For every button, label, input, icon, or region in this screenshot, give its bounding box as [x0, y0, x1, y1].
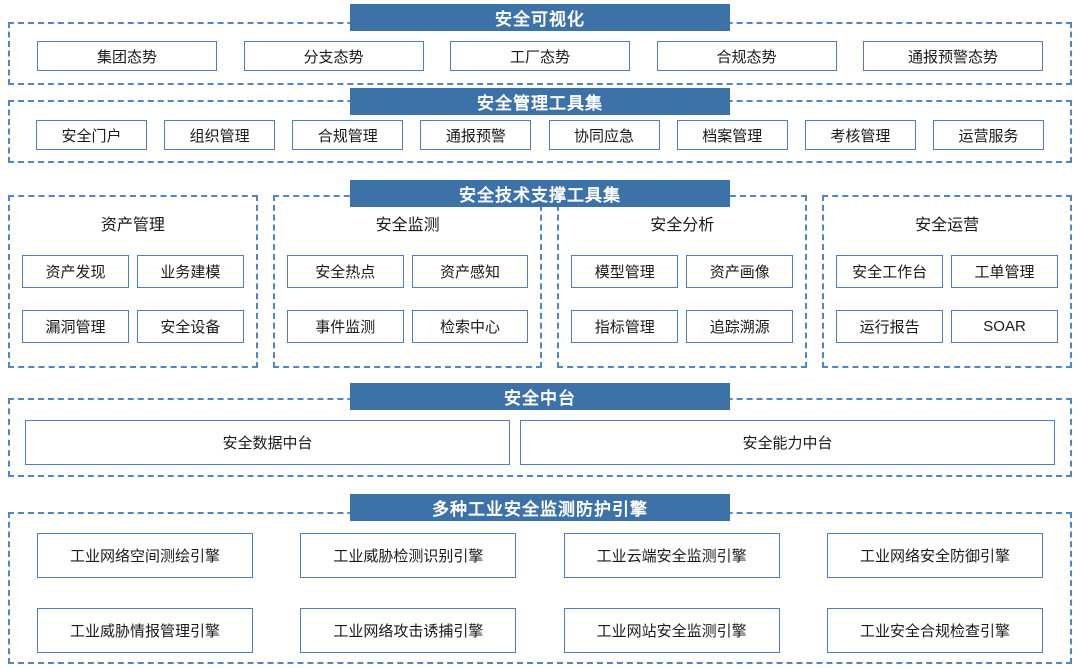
cyberspace-mapping-engine-box: 工业网络空间测绘引擎	[37, 533, 253, 578]
collaborative-response-box: 协同应急	[548, 120, 660, 150]
security-capability-platform-box: 安全能力中台	[520, 420, 1055, 465]
network-defense-engine-box: 工业网络安全防御引擎	[826, 533, 1043, 578]
asset-management-grid: 资产发现 业务建模 漏洞管理 安全设备	[10, 235, 256, 343]
security-analysis-group: 安全分析 模型管理 资产画像 指标管理 追踪溯源	[557, 195, 808, 368]
section-header-middle-platform: 安全中台	[350, 383, 730, 410]
ticket-management-box: 工单管理	[951, 255, 1058, 288]
compliance-check-engine-box: 工业安全合规检查引擎	[826, 608, 1043, 653]
operation-service-box: 运营服务	[932, 120, 1044, 150]
security-analysis-grid: 模型管理 资产画像 指标管理 追踪溯源	[559, 235, 805, 343]
security-operation-grid: 安全工作台 工单管理 运行报告 SOAR	[824, 235, 1070, 343]
factory-posture-box: 工厂态势	[450, 41, 630, 71]
engines-row-2: 工业威胁情报管理引擎 工业网络攻击诱捕引擎 工业网站安全监测引擎 工业安全合规检…	[10, 608, 1070, 653]
security-analysis-title: 安全分析	[650, 217, 715, 234]
section-header-management: 安全管理工具集	[350, 88, 730, 115]
cloud-monitoring-engine-box: 工业云端安全监测引擎	[563, 533, 780, 578]
security-workbench-box: 安全工作台	[836, 255, 944, 288]
security-operation-group: 安全运营 安全工作台 工单管理 运行报告 SOAR	[822, 195, 1072, 368]
section-header-engines: 多种工业安全监测防护引擎	[350, 494, 730, 521]
section-header-visualization: 安全可视化	[350, 4, 730, 31]
security-equipment-box: 安全设备	[136, 310, 244, 343]
notification-warning-box: 通报预警	[420, 120, 532, 150]
compliance-posture-box: 合规态势	[656, 41, 837, 71]
business-modeling-box: 业务建模	[136, 255, 244, 288]
management-row: 安全门户 组织管理 合规管理 通报预警 协同应急 档案管理 考核管理 运营服务	[10, 120, 1070, 150]
security-monitoring-group: 安全监测 安全热点 资产感知 事件监测 检索中心	[272, 195, 543, 368]
security-hotspot-box: 安全热点	[286, 255, 404, 288]
asset-management-group: 资产管理 资产发现 业务建模 漏洞管理 安全设备	[8, 195, 258, 368]
attack-decoy-engine-box: 工业网络攻击诱捕引擎	[300, 608, 517, 653]
middle-platform-row: 安全数据中台 安全能力中台	[10, 420, 1070, 465]
indicator-management-box: 指标管理	[571, 310, 679, 343]
website-monitoring-engine-box: 工业网站安全监测引擎	[563, 608, 780, 653]
asset-awareness-box: 资产感知	[411, 255, 529, 288]
security-monitoring-grid: 安全热点 资产感知 事件监测 检索中心	[275, 235, 541, 343]
soar-box: SOAR	[951, 310, 1058, 343]
section-header-tech-support: 安全技术支撑工具集	[350, 180, 730, 207]
tech-support-groups: 资产管理 资产发现 业务建模 漏洞管理 安全设备 安全监测 安全热点 资产感知 …	[8, 195, 1072, 368]
event-monitoring-box: 事件监测	[286, 310, 404, 343]
security-data-platform-box: 安全数据中台	[25, 420, 510, 465]
visualization-row: 集团态势 分支态势 工厂态势 合规态势 通报预警态势	[10, 41, 1070, 71]
model-management-box: 模型管理	[571, 255, 679, 288]
threat-detection-engine-box: 工业威胁检测识别引擎	[300, 533, 517, 578]
search-center-box: 检索中心	[411, 310, 529, 343]
trace-source-box: 追踪溯源	[686, 310, 794, 343]
notification-warning-posture-box: 通报预警态势	[863, 41, 1043, 71]
security-operation-title: 安全运营	[915, 217, 980, 234]
branch-posture-box: 分支态势	[243, 41, 424, 71]
management-container: 安全门户 组织管理 合规管理 通报预警 协同应急 档案管理 考核管理 运营服务	[8, 100, 1072, 163]
org-management-box: 组织管理	[164, 120, 276, 150]
group-posture-box: 集团态势	[37, 41, 217, 71]
engines-container: 工业网络空间测绘引擎 工业威胁检测识别引擎 工业云端安全监测引擎 工业网络安全防…	[8, 512, 1072, 664]
assessment-management-box: 考核管理	[804, 120, 916, 150]
security-monitoring-title: 安全监测	[375, 217, 440, 234]
archive-management-box: 档案管理	[676, 120, 788, 150]
asset-profile-box: 资产画像	[686, 255, 794, 288]
security-portal-box: 安全门户	[36, 120, 147, 150]
visualization-container: 集团态势 分支态势 工厂态势 合规态势 通报预警态势	[8, 22, 1072, 85]
vulnerability-management-box: 漏洞管理	[22, 310, 129, 343]
operation-report-box: 运行报告	[836, 310, 944, 343]
engines-row-1: 工业网络空间测绘引擎 工业威胁检测识别引擎 工业云端安全监测引擎 工业网络安全防…	[10, 533, 1070, 578]
asset-discovery-box: 资产发现	[22, 255, 129, 288]
compliance-management-box: 合规管理	[292, 120, 404, 150]
threat-intel-engine-box: 工业威胁情报管理引擎	[37, 608, 253, 653]
asset-management-title: 资产管理	[100, 217, 165, 234]
